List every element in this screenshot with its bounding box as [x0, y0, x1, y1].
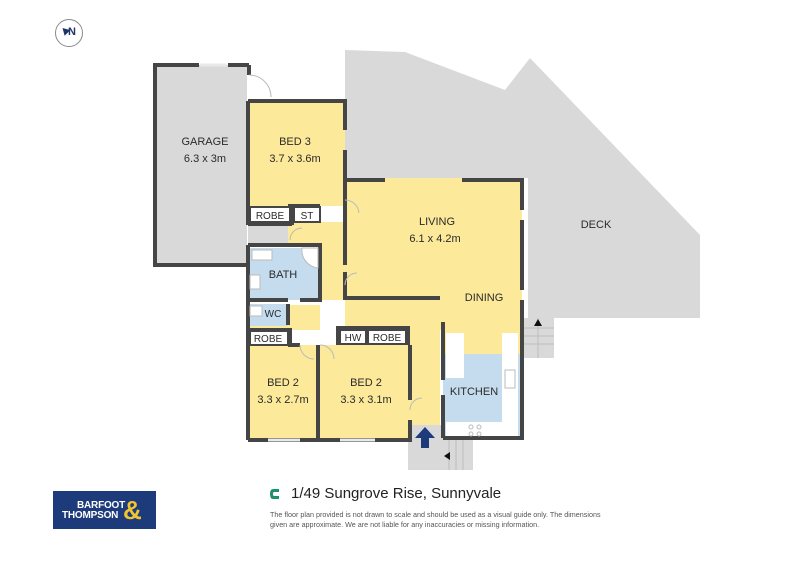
- store-label: ST: [301, 211, 314, 222]
- garage-area: [155, 65, 247, 265]
- north-compass: N: [55, 19, 83, 47]
- brand-line2: THOMPSON: [62, 510, 119, 521]
- property-address: 1/49 Sungrove Rise, Sunnyvale: [291, 485, 502, 502]
- living-dims: 6.1 x 4.2m: [409, 233, 460, 245]
- step-up-icon: [534, 319, 542, 326]
- brand-logo: BARFOOT THOMPSON &: [53, 491, 156, 529]
- deck-area: [345, 50, 700, 318]
- robe-bed3-label: ROBE: [256, 211, 285, 222]
- bath-label: BATH: [269, 269, 298, 281]
- robe-bed2b-label: ROBE: [373, 333, 402, 344]
- living-area: [345, 178, 522, 328]
- kitchen-label: KITCHEN: [450, 386, 498, 398]
- bed2b-area: [318, 345, 410, 440]
- bed2a-area: [248, 345, 316, 440]
- bed2b-label: BED 2: [350, 377, 382, 389]
- bed2a-label: BED 2: [267, 377, 299, 389]
- dining-label: DINING: [465, 292, 504, 304]
- bed2a-dims: 3.3 x 2.7m: [257, 394, 308, 406]
- passage-area: [248, 222, 288, 244]
- garage-label: GARAGE: [181, 136, 228, 148]
- bed2b-dims: 3.3 x 3.1m: [340, 394, 391, 406]
- disclaimer-text: The floor plan provided is not drawn to …: [270, 510, 601, 529]
- entry-arrow-icon: [415, 427, 435, 448]
- brand-ampersand: &: [123, 495, 142, 525]
- address-brand-icon: [270, 489, 279, 499]
- garage-dims: 6.3 x 3m: [184, 153, 226, 165]
- bed3-area: [248, 101, 345, 206]
- wc-label: WC: [265, 309, 282, 320]
- robe-bed2a-label: ROBE: [254, 334, 283, 345]
- bed3-dims: 3.7 x 3.6m: [269, 153, 320, 165]
- hw-label: HW: [345, 333, 362, 344]
- step-left-icon: [444, 452, 450, 460]
- deck-label: DECK: [581, 219, 612, 231]
- compass-label: N: [68, 26, 76, 38]
- living-label: LIVING: [419, 216, 455, 228]
- brand-line1: BARFOOT: [77, 500, 126, 511]
- bed3-label: BED 3: [279, 136, 311, 148]
